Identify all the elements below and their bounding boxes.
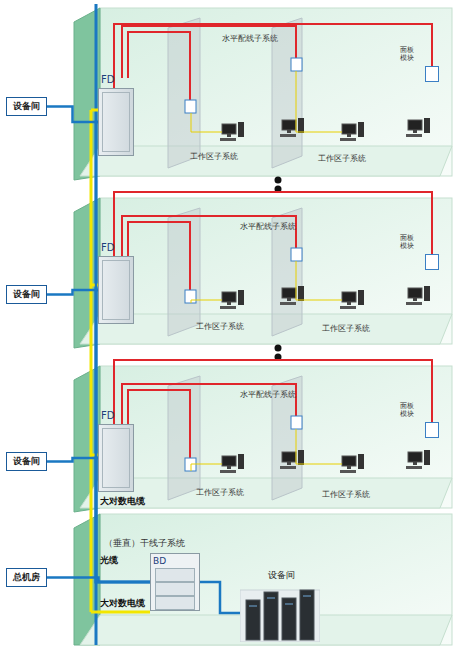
computer-icon [220, 454, 244, 473]
horizontal-cable [122, 26, 296, 78]
patch-cord [296, 261, 342, 300]
partition [168, 208, 200, 336]
caption-label: 工作区子系统 [322, 490, 370, 500]
caption-label: 工作区子系统 [322, 324, 370, 334]
cabinet-row [155, 596, 195, 610]
horizontal-cable [128, 222, 190, 290]
node-text: 总机房 [13, 571, 40, 584]
cable-connector [200, 582, 240, 613]
caption-label: （垂直）干线子系统 [104, 538, 185, 549]
fd-node: FD [98, 256, 134, 324]
caption-label: 大对数电缆 [100, 598, 145, 609]
cabinet-row [155, 582, 195, 596]
pm-node: 面板 模块 [425, 422, 439, 438]
computer-icon [406, 450, 430, 469]
cable-connector [96, 122, 150, 582]
horizontal-cable [122, 216, 296, 268]
caption-label: 工作区子系统 [196, 488, 244, 498]
node-text: BD [153, 556, 166, 566]
node-text: 面板 模块 [400, 403, 414, 418]
cable-connector [47, 290, 98, 295]
computer-icon [340, 454, 364, 473]
patch-cord [296, 71, 342, 132]
horizontal-cable [122, 384, 296, 436]
cable-connector [47, 107, 98, 123]
node-text: 设备间 [13, 455, 40, 468]
computer-icon [220, 290, 244, 309]
side-node: 总机房 [6, 568, 47, 587]
cabinet-door [102, 260, 130, 320]
caption-label: 光缆 [100, 555, 118, 566]
patch-cord [296, 429, 342, 464]
computer-icon [280, 118, 304, 137]
caption-label: 工作区子系统 [196, 322, 244, 332]
floor-cutaway [74, 8, 452, 180]
node-text: 设备间 [268, 569, 295, 582]
patch-cord [191, 300, 222, 303]
horizontal-cable [128, 32, 190, 100]
patch-cord [191, 464, 222, 471]
caption-label: 水平配线子系统 [240, 390, 296, 400]
patch-cord [191, 113, 222, 132]
partition [168, 376, 200, 500]
wall-outlet [291, 58, 302, 71]
caption-label: 大对数电缆 [100, 496, 145, 507]
computer-icon [340, 122, 364, 141]
computer-icon [340, 290, 364, 309]
cable-connector [114, 360, 432, 424]
node-text: FD [101, 242, 114, 253]
computer-icon [220, 122, 244, 141]
cabinet-door [102, 92, 130, 152]
caption-label: 水平配线子系统 [222, 34, 278, 44]
node-text: FD [101, 410, 114, 421]
node-text: 设备间 [13, 100, 40, 113]
server-rack [240, 584, 320, 642]
horizontal-cable [128, 390, 190, 458]
cabinet-row [155, 568, 195, 582]
computer-icon [406, 118, 430, 137]
bd-node: BD [150, 553, 200, 611]
fd-node: FD [98, 88, 134, 156]
fd-node: FD [98, 424, 134, 492]
cabinet-door [102, 428, 130, 488]
floor-cutaway [74, 366, 452, 512]
cable-connector [114, 192, 432, 256]
caption-label: 水平配线子系统 [240, 222, 296, 232]
computer-icon [280, 286, 304, 305]
wall-outlet [291, 248, 302, 261]
node-text: FD [101, 74, 114, 85]
backbone-yellow [90, 110, 93, 612]
partition [168, 18, 200, 168]
side-node: 设备间 [6, 97, 47, 116]
rack-node: 设备间 [240, 584, 320, 642]
continuation-dots [275, 177, 282, 361]
node-text: 设备间 [13, 288, 40, 301]
backbone-yellow [91, 611, 150, 614]
computer-icon [406, 286, 430, 305]
caption-label: 工作区子系统 [190, 152, 238, 162]
side-node: 设备间 [6, 285, 47, 304]
cable-connector [114, 24, 432, 88]
cable-connector [47, 458, 98, 462]
node-text: 面板 模块 [400, 47, 414, 62]
side-node: 设备间 [6, 452, 47, 471]
caption-label: 工作区子系统 [318, 154, 366, 164]
node-text: 面板 模块 [400, 235, 414, 250]
pm-node: 面板 模块 [425, 254, 439, 270]
computer-icon [280, 450, 304, 469]
pm-node: 面板 模块 [425, 66, 439, 82]
floor-cutaway [74, 198, 452, 348]
floor-cutaway [74, 514, 452, 645]
wall-outlet [291, 416, 302, 429]
wall-outlet [185, 100, 196, 113]
